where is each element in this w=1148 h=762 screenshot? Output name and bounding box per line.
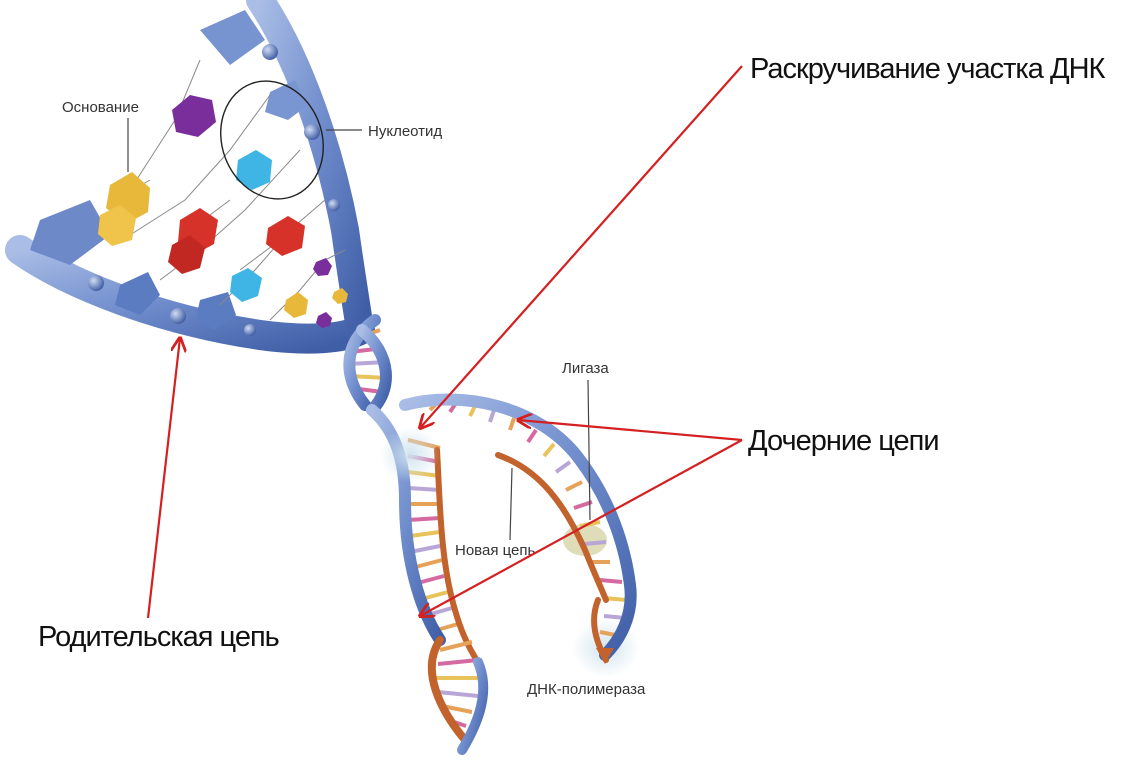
label-parent-strand: Родительская цепь bbox=[38, 621, 279, 653]
base-yellow bbox=[284, 292, 308, 318]
parent-dna-unwound bbox=[20, 0, 360, 339]
phosphate-ball bbox=[170, 308, 186, 324]
phosphate-ball bbox=[244, 324, 256, 336]
helicase-glow bbox=[380, 427, 440, 483]
phosphate-ball bbox=[328, 199, 340, 211]
label-daughter-strands: Дочерние цепи bbox=[748, 425, 939, 457]
base-purple bbox=[313, 258, 332, 276]
phosphate-ball bbox=[304, 124, 320, 140]
phosphate-ball bbox=[88, 275, 104, 291]
base-cyan bbox=[236, 150, 272, 190]
base-purple bbox=[172, 95, 216, 137]
phosphate-ball bbox=[262, 44, 278, 60]
arrow-parent bbox=[148, 338, 180, 618]
label-unwinding: Раскручивание участка ДНК bbox=[750, 53, 1106, 85]
label-nucleotide: Нуклеотид bbox=[368, 123, 442, 140]
label-new-strand: Новая цепь bbox=[455, 542, 535, 559]
label-polymerase: ДНК-полимераза bbox=[527, 681, 646, 698]
label-base: Основание bbox=[62, 99, 139, 116]
base-cyan bbox=[230, 268, 262, 302]
label-ligase: Лигаза bbox=[562, 360, 609, 377]
